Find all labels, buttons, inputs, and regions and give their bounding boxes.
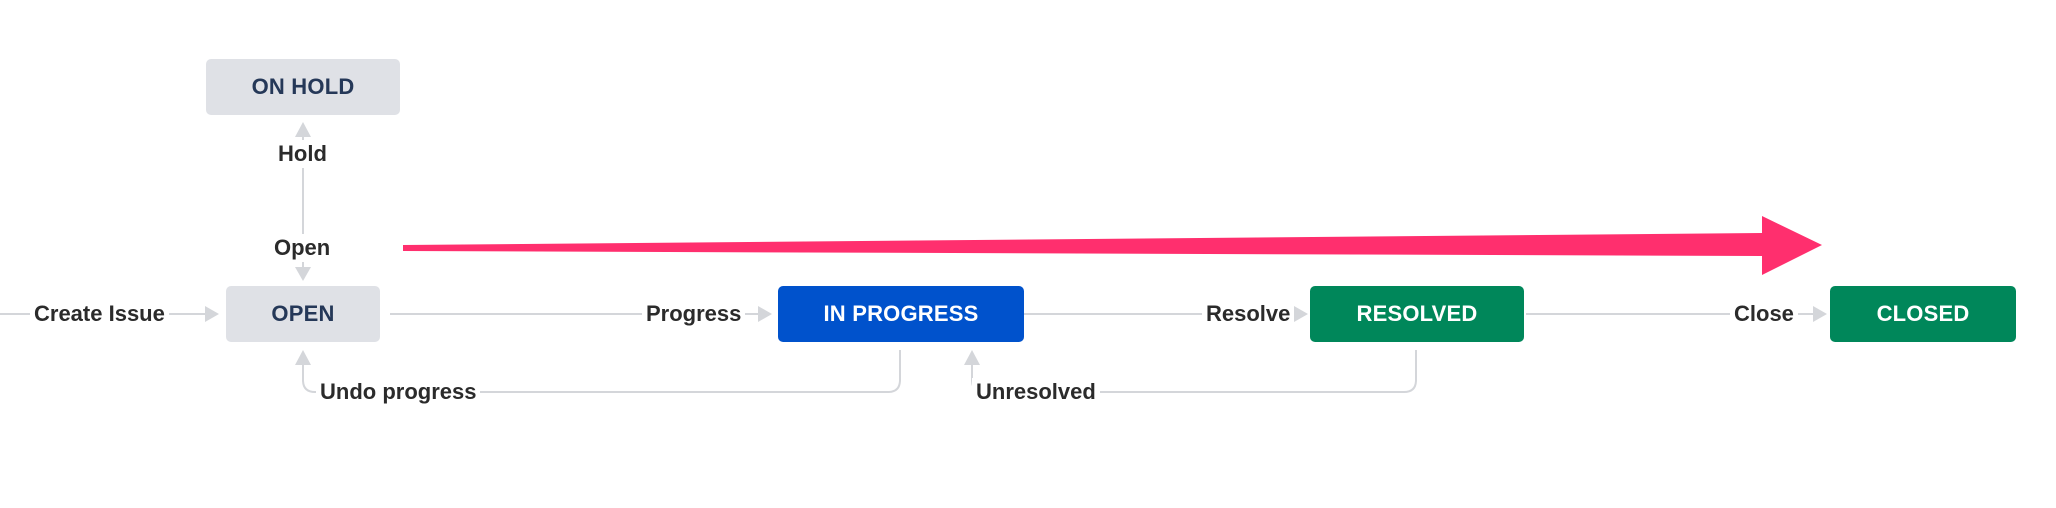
annotation-arrow [403, 216, 1822, 275]
status-on-hold[interactable]: ON HOLD [206, 59, 400, 115]
arrowhead-open [295, 267, 311, 281]
transition-create-issue[interactable]: Create Issue [30, 300, 169, 328]
connector-undo-progress [302, 350, 901, 393]
transition-close[interactable]: Close [1730, 300, 1798, 328]
transition-progress[interactable]: Progress [642, 300, 746, 328]
transition-undo-progress[interactable]: Undo progress [316, 378, 481, 406]
arrowhead-close [1813, 306, 1827, 322]
arrowhead-undo-progress [295, 350, 311, 365]
status-in-progress[interactable]: IN PROGRESS [778, 286, 1024, 342]
transition-resolve[interactable]: Resolve [1202, 300, 1295, 328]
arrowhead-progress [758, 306, 772, 322]
transition-hold[interactable]: Hold [274, 140, 331, 168]
status-resolved[interactable]: RESOLVED [1310, 286, 1524, 342]
transition-unresolved[interactable]: Unresolved [972, 378, 1100, 406]
transition-open[interactable]: Open [270, 234, 335, 262]
arrowhead-resolve [1294, 306, 1308, 322]
arrowhead-create-issue [205, 306, 219, 322]
status-closed[interactable]: CLOSED [1830, 286, 2016, 342]
arrowhead-hold [295, 122, 311, 137]
arrowhead-unresolved [964, 350, 980, 365]
status-open[interactable]: OPEN [226, 286, 380, 342]
